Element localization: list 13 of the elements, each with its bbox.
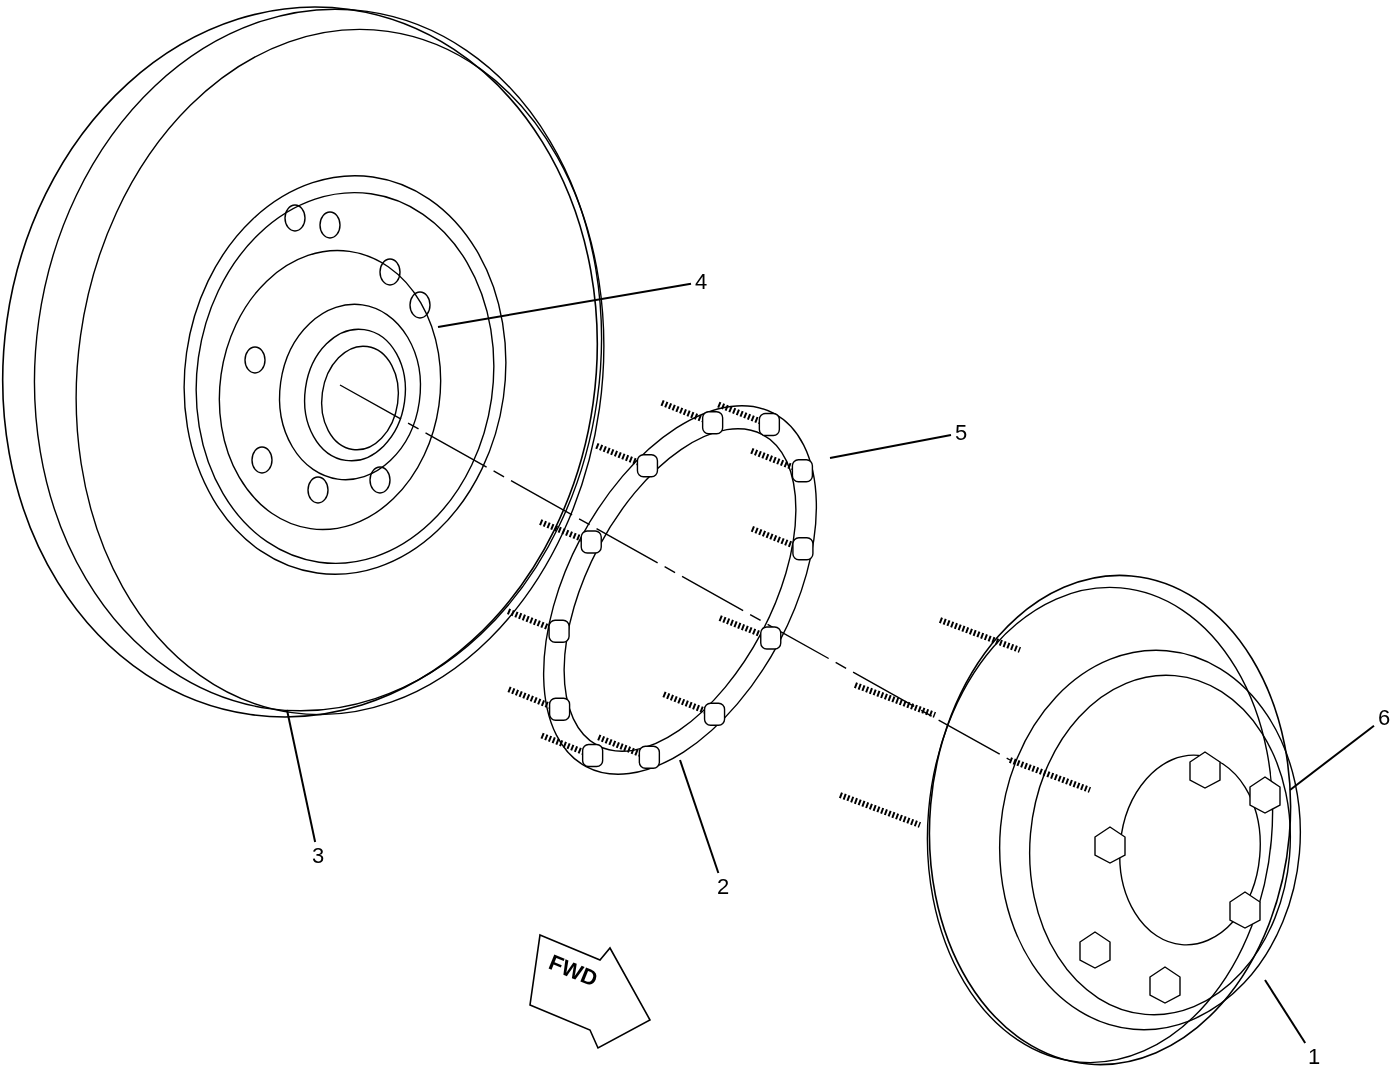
callout-number: 5: [953, 421, 970, 445]
direction-label: FWD: [544, 949, 602, 993]
callout-number: 3: [310, 844, 327, 868]
callout-number: 1: [1306, 1045, 1323, 1069]
leader-line: [437, 282, 692, 328]
leader-line: [1289, 724, 1375, 791]
leader-line: [1264, 979, 1307, 1044]
callout-number: 2: [715, 875, 732, 899]
callout-number: 4: [693, 270, 710, 294]
callout-number: 6: [1376, 706, 1393, 730]
leader-line: [679, 759, 720, 874]
leader-line: [286, 709, 317, 843]
leader-line: [829, 433, 952, 459]
